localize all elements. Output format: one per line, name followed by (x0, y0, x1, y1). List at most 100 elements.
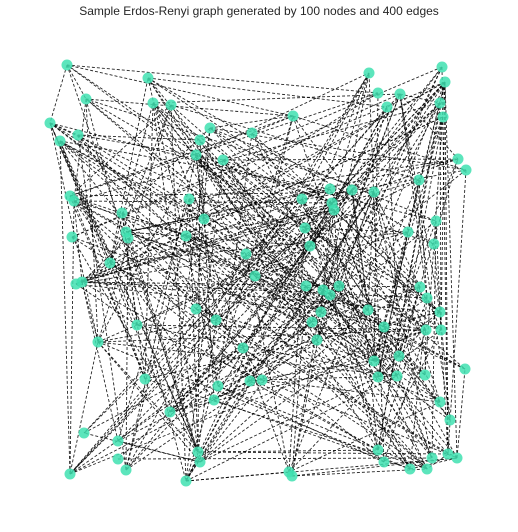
figure-title: Sample Erdos-Renyi graph generated by 10… (79, 4, 439, 18)
graph-edge (185, 227, 306, 482)
graph-edge (49, 122, 437, 222)
graph-edge (59, 140, 428, 470)
graph-node (287, 110, 299, 122)
graph-edge (304, 227, 433, 459)
graph-edge (304, 227, 409, 233)
graph-edge (261, 289, 324, 381)
graph-edge (152, 102, 199, 453)
graph-edge (69, 188, 331, 475)
graph-edge (351, 189, 379, 451)
graph-edge (338, 285, 379, 451)
graph-node (442, 448, 454, 460)
graph-edge (170, 104, 420, 181)
graph-edge (83, 347, 244, 434)
graph-edge (109, 77, 149, 264)
nodes-layer (44, 59, 472, 487)
graph-edge (292, 115, 421, 288)
graph-node (437, 111, 449, 123)
graph-node (381, 101, 393, 113)
graph-node (204, 122, 216, 134)
graph-node (237, 342, 249, 354)
graph-edge (209, 127, 333, 204)
graph-edge (117, 198, 190, 442)
graph-edge (49, 122, 375, 362)
graph-node (434, 396, 446, 408)
graph-edge (215, 72, 370, 321)
graph-node (324, 289, 336, 301)
graph-edge (81, 237, 129, 283)
graph-edge (251, 115, 294, 134)
graph-edge (431, 220, 437, 459)
graph-edge (85, 98, 99, 343)
graph-edge (399, 93, 428, 299)
graph-edge (199, 191, 375, 463)
graph-edge (169, 355, 400, 413)
graph-edge (125, 253, 247, 471)
graph-edge (147, 77, 411, 470)
graph-edge (69, 195, 385, 328)
graph-edge (185, 235, 451, 421)
graph-edge (49, 122, 379, 378)
graph-node (44, 117, 56, 129)
graph-edge (197, 139, 201, 453)
graph-edge (75, 283, 138, 326)
graph-node (300, 280, 312, 292)
graph-edge (383, 326, 426, 376)
graph-edge (66, 64, 294, 117)
graph-node (256, 374, 268, 386)
graph-edge (125, 237, 129, 471)
graph-node (116, 207, 128, 219)
graph-node (246, 127, 258, 139)
graph-edge (399, 93, 441, 313)
graph-node (372, 371, 384, 383)
graph-edge (83, 198, 303, 434)
graph-edge (311, 286, 421, 323)
graph-edge (188, 198, 398, 377)
graph-node (190, 303, 202, 315)
graph-node (244, 375, 256, 387)
graph-node (72, 129, 84, 141)
graph-edge (288, 401, 441, 473)
graph-edge (373, 81, 446, 362)
graph-edge (73, 200, 217, 321)
graph-edge (136, 245, 311, 326)
graph-edge (185, 106, 388, 482)
graph-edge (195, 308, 385, 463)
graph-node (120, 464, 132, 476)
graph-edge (373, 191, 421, 288)
graph-edge (69, 102, 441, 475)
graph-node (324, 183, 336, 195)
graph-edge (188, 198, 199, 453)
graph-edge (125, 231, 311, 247)
graph-node (368, 186, 380, 198)
graph-edge (254, 231, 409, 277)
graph-edge (109, 231, 127, 264)
graph-edge (320, 311, 427, 331)
graph-edge (440, 81, 446, 331)
graph-edge (199, 376, 379, 463)
graph-edge (398, 116, 444, 357)
graph-edge (351, 81, 446, 191)
graph-node (402, 226, 414, 238)
graph-edge (69, 200, 75, 475)
graph-edge (292, 115, 375, 362)
graph-edge (147, 77, 379, 451)
graph-edge (69, 380, 251, 475)
graph-edge (152, 102, 256, 277)
graph-edge (73, 200, 251, 382)
graph-edge (377, 297, 428, 451)
graph-edge (316, 102, 441, 341)
graph-node (61, 59, 73, 71)
graph-edge (261, 379, 458, 459)
graph-edge (69, 341, 99, 475)
graph-edge (59, 140, 197, 310)
graph-edge (49, 122, 311, 247)
graph-edge (291, 285, 307, 477)
graph-edge (333, 209, 435, 245)
graph-edge (399, 93, 459, 160)
graph-edge (331, 66, 443, 204)
graph-edge (73, 200, 83, 283)
graph-edge (49, 64, 68, 124)
graph-node (139, 373, 151, 385)
graph-edge (320, 66, 443, 313)
